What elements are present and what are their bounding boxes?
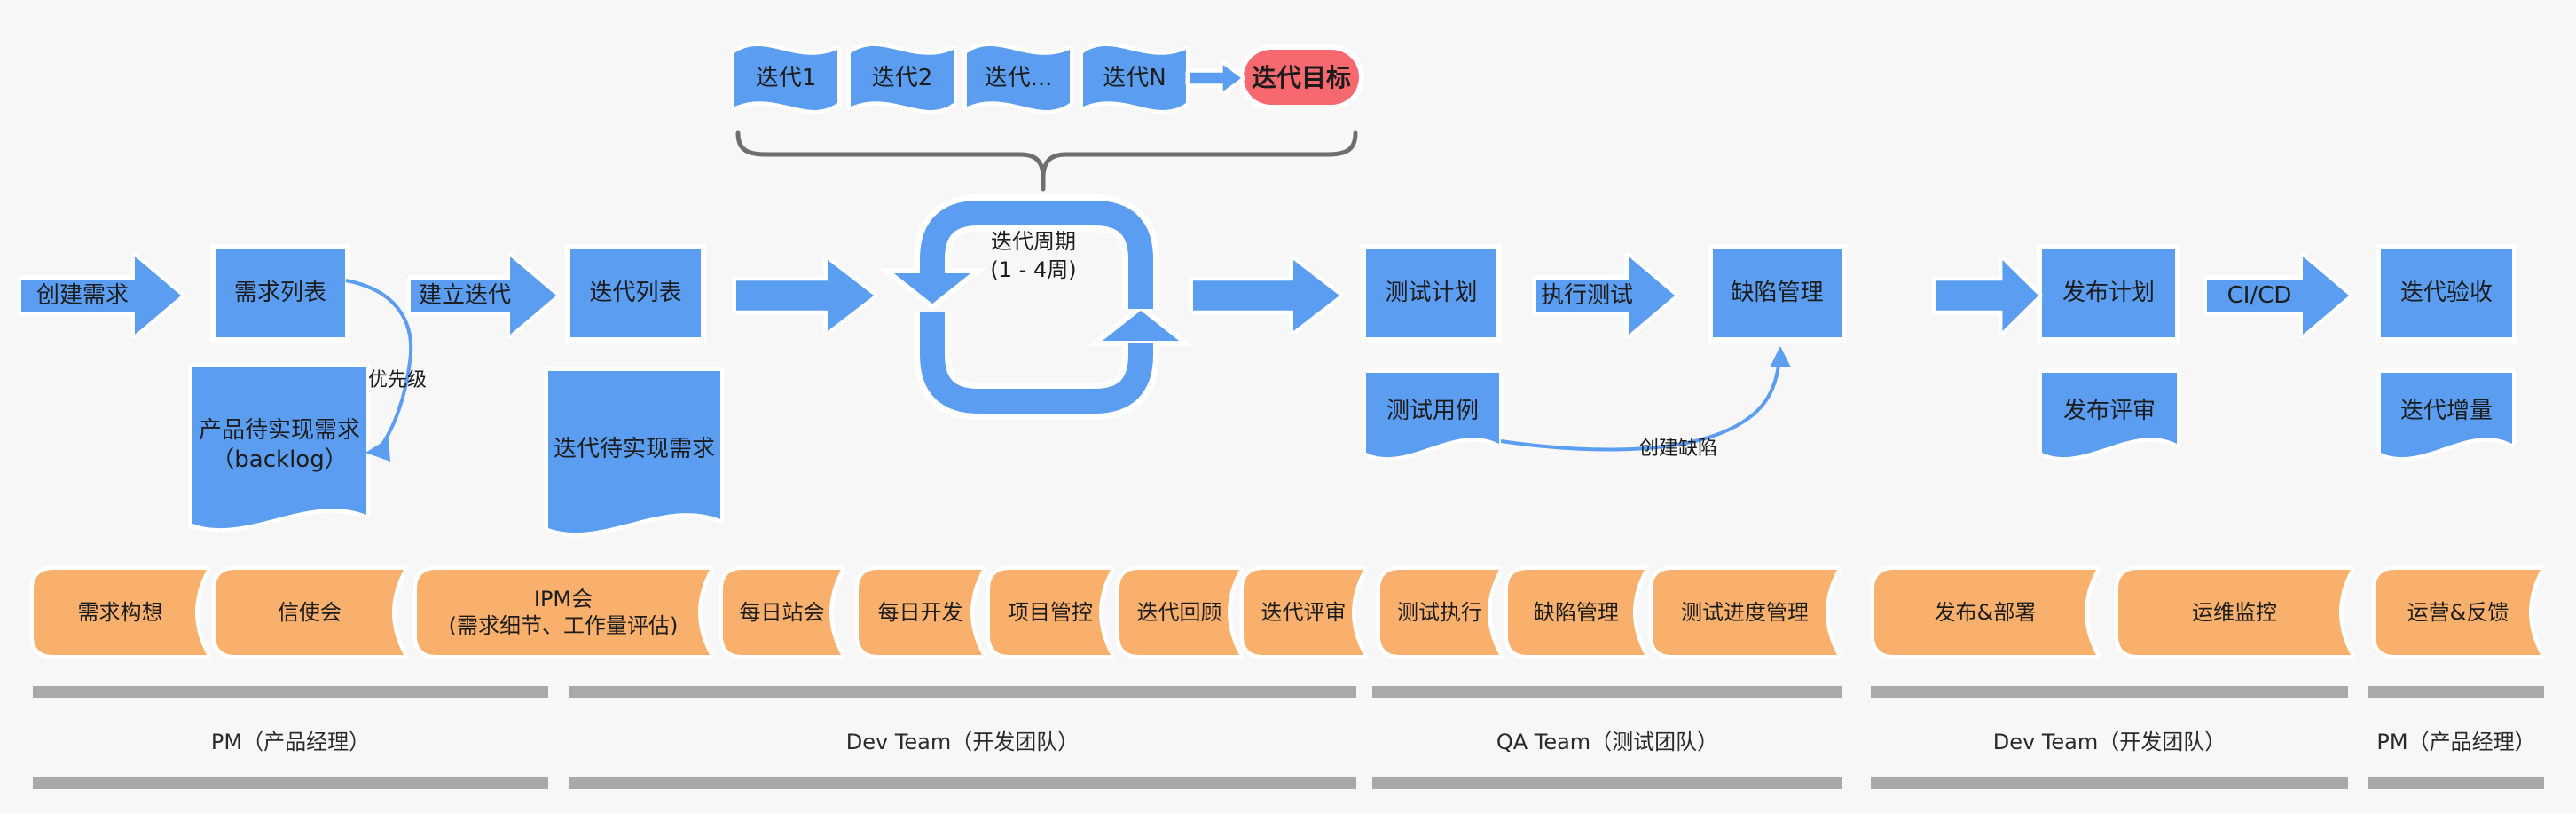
activity-release-deploy: 发布&部署: [1870, 565, 2101, 659]
iteration-cycle-line1: 迭代周期: [991, 229, 1076, 254]
create-defect-connector-label: 创建缺陷: [1639, 438, 1718, 460]
brace: [735, 130, 1358, 192]
lane-dev-label: Dev Team（开发团队）: [845, 730, 1080, 754]
iteration-acceptance-box: 迭代验收: [2381, 249, 2512, 337]
flow-arrow-to-release: [1931, 256, 2043, 335]
lane-dev2-bottom-bar: [1871, 777, 2348, 789]
cicd-arrow: CI/CD: [2203, 252, 2353, 339]
iteration-n-shape: 迭代N: [1079, 41, 1190, 115]
lane-qa-bottom-bar: [1372, 777, 1842, 789]
iteration-loop-icon: [878, 194, 1195, 420]
iteration-goal-label: 迭代目标: [1251, 62, 1351, 92]
activity-test-progress: 测试进度管理: [1648, 565, 1842, 659]
lane-pm2-label: PM（产品经理）: [2376, 730, 2536, 754]
iteration-2-label: 迭代2: [871, 64, 933, 91]
iteration-2-shape: 迭代2: [846, 41, 958, 115]
create-requirement-arrow: 创建需求: [17, 252, 185, 339]
product-backlog-line1: 产品待实现需求: [198, 417, 360, 444]
release-review-label: 发布评审: [2062, 397, 2156, 424]
activity-ipm-meeting: IPM会 (需求细节、工作量评估): [412, 565, 714, 659]
establish-iteration-arrow: 建立迭代: [406, 252, 561, 339]
lane-pm-bottom-bar: [33, 777, 548, 789]
activity-daily-standup: 每日站会: [719, 565, 845, 659]
test-plan-box: 测试计划: [1366, 249, 1496, 337]
product-backlog-doc: 产品待实现需求 （backlog）: [188, 362, 371, 533]
flow-arrow-to-loop: [732, 256, 878, 335]
iteration-increment-label: 迭代增量: [2399, 397, 2493, 424]
iteration-etc-label: 迭代...: [984, 64, 1053, 91]
lane-dev-bottom-bar: [569, 777, 1356, 789]
release-plan-box: 发布计划: [2042, 249, 2175, 337]
create-defect-connector: [1500, 346, 1791, 452]
activity-ops-monitoring: 运维监控: [2114, 565, 2355, 659]
lane-qa-top-bar: [1372, 686, 1842, 698]
iteration-list-box: 迭代列表: [570, 249, 701, 337]
iteration-increment-doc: 迭代增量: [2376, 368, 2517, 462]
flow-arrow-to-test: [1189, 256, 1344, 335]
goal-arrow-icon: [1185, 60, 1245, 96]
iteration-n-label: 迭代N: [1103, 64, 1166, 91]
iteration-backlog-doc: 迭代待实现需求: [544, 367, 725, 537]
iteration-list-label: 迭代列表: [589, 280, 682, 307]
activity-defect-management: 缺陷管理: [1504, 565, 1649, 659]
iteration-goal-shape: 迭代目标: [1244, 50, 1359, 105]
iteration-1-label: 迭代1: [755, 64, 817, 91]
priority-connector: [345, 279, 413, 462]
cicd-arrow-label: CI/CD: [2227, 281, 2292, 309]
defect-management-box: 缺陷管理: [1713, 249, 1842, 337]
product-backlog-line2: （backlog）: [211, 446, 348, 473]
iteration-backlog-label: 迭代待实现需求: [553, 436, 715, 463]
iteration-1-shape: 迭代1: [730, 41, 842, 115]
activity-iteration-review: 迭代评审: [1239, 565, 1368, 659]
activity-daily-dev: 每日开发: [854, 565, 986, 659]
execute-test-arrow-label: 执行测试: [1540, 281, 1633, 309]
lane-qa-label: QA Team（测试团队）: [1496, 730, 1719, 754]
establish-iteration-arrow-label: 建立迭代: [418, 281, 511, 309]
activity-operation-feedback: 运营&反馈: [2371, 565, 2545, 659]
lane-dev2-top-bar: [1871, 686, 2348, 698]
release-review-doc: 发布评审: [2038, 368, 2181, 462]
activity-project-control: 项目管控: [986, 565, 1115, 659]
iteration-cycle-line2: (1 - 4周): [990, 257, 1077, 283]
iteration-acceptance-label: 迭代验收: [2399, 280, 2493, 307]
test-case-label: 测试用例: [1386, 397, 1479, 424]
activity-test-execution: 测试执行: [1376, 565, 1504, 659]
lane-pm2-top-bar: [2368, 686, 2544, 698]
lane-dev-top-bar: [569, 686, 1356, 698]
activity-requirement-idea: 需求构想: [29, 565, 211, 659]
lane-dev2-label: Dev Team（开发团队）: [1992, 730, 2227, 754]
test-case-doc: 测试用例: [1362, 368, 1504, 462]
test-plan-label: 测试计划: [1385, 280, 1478, 307]
requirement-list-label: 需求列表: [233, 280, 326, 307]
defect-management-label: 缺陷管理: [1731, 280, 1824, 307]
lane-pm-label: PM（产品经理）: [210, 730, 371, 754]
activity-messenger-meeting: 信使会: [211, 565, 408, 659]
iteration-etc-shape: 迭代...: [962, 41, 1074, 115]
priority-connector-label: 优先级: [368, 369, 428, 391]
release-plan-label: 发布计划: [2062, 280, 2155, 307]
execute-test-arrow: 执行测试: [1532, 252, 1679, 339]
activity-iteration-retro: 迭代回顾: [1115, 565, 1244, 659]
requirement-list-box: 需求列表: [216, 249, 345, 337]
lane-pm-top-bar: [33, 686, 548, 698]
lane-pm2-bottom-bar: [2368, 777, 2544, 789]
create-requirement-arrow-label: 创建需求: [35, 281, 129, 309]
